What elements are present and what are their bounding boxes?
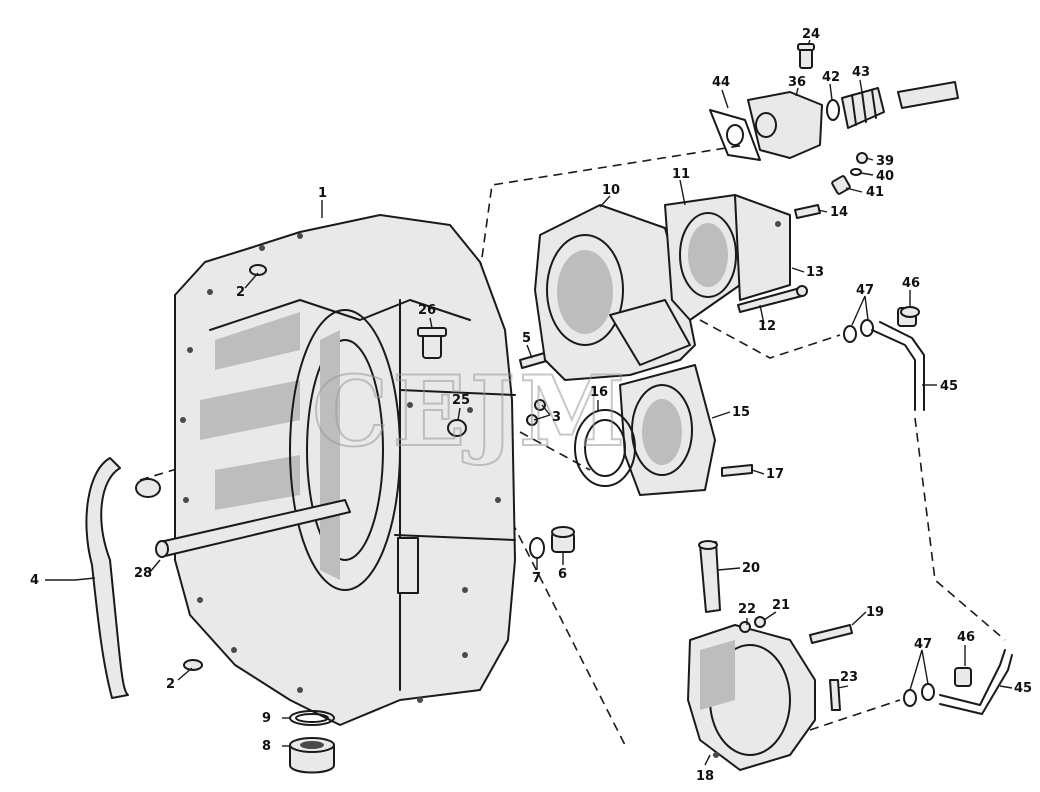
callout-10: 10 xyxy=(602,183,620,198)
fitting-46-lower xyxy=(954,667,972,687)
callout-45: 45 xyxy=(1014,681,1032,696)
dowel-2 xyxy=(183,264,267,671)
callout-3: 3 xyxy=(552,410,561,425)
leader-lines xyxy=(45,39,1013,766)
plug-41 xyxy=(831,175,851,195)
callout-6: 6 xyxy=(558,567,567,582)
gasket-16 xyxy=(574,409,636,487)
washers-47-lower xyxy=(903,683,935,707)
plug-6 xyxy=(551,526,575,553)
main-housing xyxy=(174,214,516,726)
fitting-46-upper xyxy=(897,306,920,327)
callout-47: 47 xyxy=(856,283,874,298)
flange-36 xyxy=(747,91,823,159)
callout-24: 24 xyxy=(802,27,820,42)
adapter-housing-10 xyxy=(534,204,696,381)
housing-11 xyxy=(664,194,741,321)
callout-19: 19 xyxy=(866,605,884,620)
washers-47-upper xyxy=(843,319,874,343)
callout-16: 16 xyxy=(590,385,608,400)
plug-25 xyxy=(447,419,467,437)
callout-2: 2 xyxy=(166,677,175,692)
callout-42: 42 xyxy=(822,70,840,85)
callout-5: 5 xyxy=(522,331,531,346)
plate-15 xyxy=(619,364,716,496)
callout-9: 9 xyxy=(262,711,271,726)
callout-21: 21 xyxy=(772,598,790,613)
seal-8 xyxy=(289,737,335,774)
bolt-19 xyxy=(809,624,853,644)
callout-1: 1 xyxy=(318,186,327,201)
callout-26: 26 xyxy=(418,303,436,318)
callout-2: 2 xyxy=(236,285,245,300)
hose xyxy=(85,457,161,699)
plug-26 xyxy=(417,327,447,359)
plunger xyxy=(897,81,959,109)
callout-39: 39 xyxy=(876,154,894,169)
callout-45: 45 xyxy=(940,379,958,394)
pipe-45-upper xyxy=(871,321,925,411)
bolt-17 xyxy=(721,464,753,477)
plug-21-22 xyxy=(739,616,766,633)
boot-43 xyxy=(841,87,885,129)
callout-22: 22 xyxy=(738,602,756,617)
callout-46: 46 xyxy=(957,630,975,645)
callout-18: 18 xyxy=(696,769,714,784)
pipe-45-lower xyxy=(939,649,1013,715)
callout-labels: 1 2 2 3 4 5 6 7 8 9 10 11 12 13 14 15 16… xyxy=(30,27,1032,784)
bolt-24 xyxy=(797,43,815,69)
callout-17: 17 xyxy=(766,467,784,482)
washer-3 xyxy=(526,399,546,426)
callout-15: 15 xyxy=(732,405,750,420)
callout-7: 7 xyxy=(532,571,541,586)
callout-28: 28 xyxy=(134,566,152,581)
watermark: CEJM xyxy=(312,355,629,468)
callout-8: 8 xyxy=(262,739,271,754)
bolt-14 xyxy=(794,204,821,219)
callout-41: 41 xyxy=(866,185,884,200)
callout-12: 12 xyxy=(758,319,776,334)
seal-9 xyxy=(289,710,335,726)
lower-housing-18 xyxy=(687,624,816,771)
oring-42 xyxy=(826,99,840,121)
gasket-44 xyxy=(709,109,761,161)
callout-47: 47 xyxy=(914,637,932,652)
callout-4: 4 xyxy=(30,573,39,588)
bolt-12 xyxy=(737,285,808,313)
rod xyxy=(155,499,351,558)
callout-13: 13 xyxy=(806,265,824,280)
callout-36: 36 xyxy=(788,75,806,90)
callout-14: 14 xyxy=(830,205,848,220)
callout-23: 23 xyxy=(840,670,858,685)
callout-40: 40 xyxy=(876,169,894,184)
callout-11: 11 xyxy=(672,167,690,182)
ball-39 xyxy=(856,152,868,164)
bolt-23 xyxy=(829,679,841,711)
callout-46: 46 xyxy=(902,276,920,291)
callout-20: 20 xyxy=(742,561,760,576)
seal-7 xyxy=(529,537,545,559)
cover-13 xyxy=(734,194,791,301)
spring-40 xyxy=(850,168,862,176)
sleeve-20 xyxy=(698,540,721,613)
callout-25: 25 xyxy=(452,393,470,408)
callout-43: 43 xyxy=(852,65,870,80)
callout-44: 44 xyxy=(712,75,730,90)
